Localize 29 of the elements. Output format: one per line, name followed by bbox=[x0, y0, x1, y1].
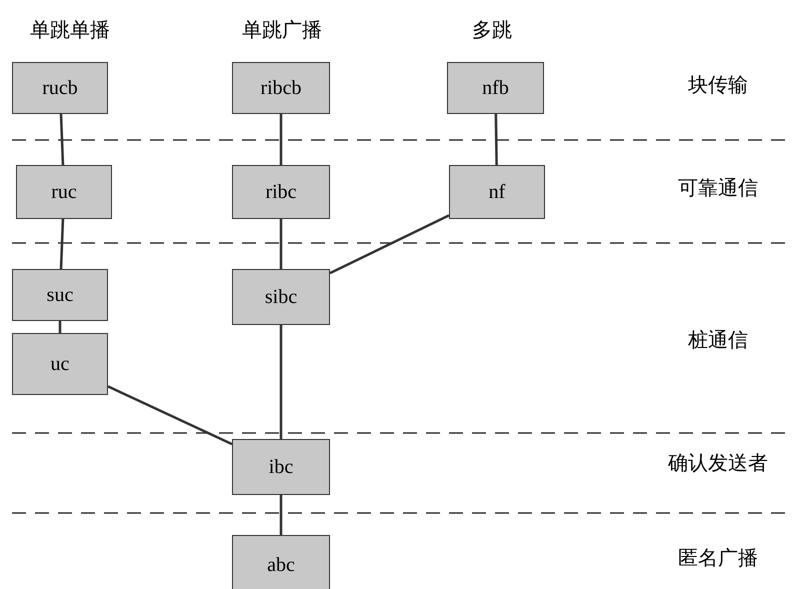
layer-label: 桩通信 bbox=[688, 328, 748, 354]
connector-line bbox=[280, 114, 282, 165]
process-box: sibc bbox=[232, 269, 330, 325]
connector-line bbox=[60, 218, 64, 270]
column-heading: 单跳广播 bbox=[242, 18, 322, 44]
connector-line bbox=[329, 214, 450, 274]
connector-line bbox=[280, 325, 282, 439]
connector-line bbox=[58, 321, 62, 333]
connector-line bbox=[107, 385, 233, 446]
connector-line bbox=[60, 114, 64, 166]
connector-line bbox=[494, 114, 498, 166]
process-box: nfb bbox=[447, 62, 544, 114]
process-box: suc bbox=[12, 269, 108, 321]
column-heading: 多跳 bbox=[472, 18, 512, 44]
layer-label: 块传输 bbox=[688, 74, 748, 98]
process-box: rucb bbox=[12, 62, 108, 114]
process-box: ibc bbox=[232, 439, 330, 495]
connector-line bbox=[280, 219, 282, 269]
process-box: uc bbox=[12, 333, 108, 395]
process-box: ruc bbox=[16, 165, 112, 219]
process-box: ribc bbox=[232, 165, 330, 219]
layer-label: 可靠通信 bbox=[678, 176, 758, 202]
column-heading: 单跳单播 bbox=[30, 18, 110, 44]
layer-label: 匿名广播 bbox=[678, 546, 758, 572]
process-box: ribcb bbox=[232, 62, 330, 114]
process-box: abc bbox=[232, 535, 330, 589]
layer-label: 确认发送者 bbox=[668, 452, 768, 476]
process-box: nf bbox=[449, 165, 545, 219]
connector-line bbox=[280, 495, 282, 535]
